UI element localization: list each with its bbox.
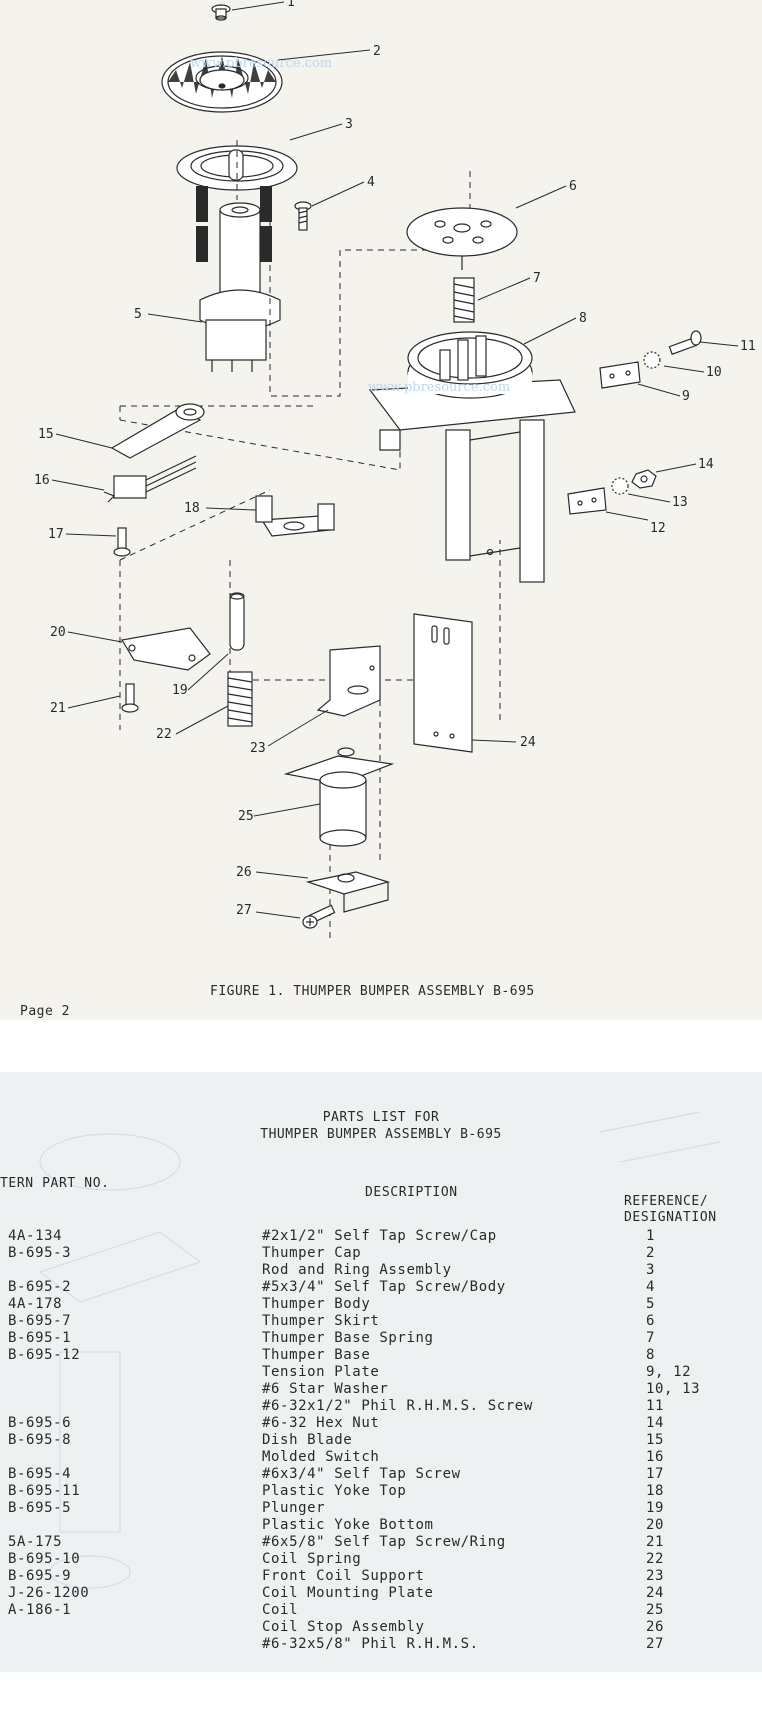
part-4-screw: [294, 201, 312, 231]
callout-26: 26: [236, 865, 252, 880]
watermark: www.pbresource.com: [190, 56, 333, 71]
faint-background-drawing: [38, 1111, 721, 1589]
callout-22: 22: [156, 727, 172, 742]
callout-3: 3: [345, 117, 353, 132]
callout-14: 14: [698, 457, 714, 472]
column-header-reference: REFERENCE/: [624, 1194, 709, 1209]
column-header-part-no: TERN PART NO.: [0, 1176, 110, 1191]
callout-25: 25: [238, 809, 254, 824]
callout-9: 9: [682, 389, 690, 404]
callout-7: 7: [533, 271, 541, 286]
part-21-screw: [121, 683, 139, 713]
part-11-screw: [668, 330, 702, 355]
column-header-description: DESCRIPTION: [365, 1185, 458, 1200]
callout-12: 12: [650, 521, 666, 536]
callout-18: 18: [184, 501, 200, 516]
callout-23: 23: [250, 741, 266, 756]
part-8-thumper-base: [368, 331, 576, 583]
figure-caption: FIGURE 1. THUMPER BUMPER ASSEMBLY B-695: [210, 984, 535, 999]
page-number: Page 2: [20, 1004, 70, 1019]
callout-5: 5: [134, 307, 142, 322]
callout-20: 20: [50, 625, 66, 640]
table-row: #6-32x5/8" Phil R.H.M.S.27: [262, 1636, 665, 1652]
column-header-designation: DESIGNATION: [624, 1210, 717, 1225]
parts-list-page: [0, 1072, 762, 1672]
callout-24: 24: [520, 735, 536, 750]
part-19-plunger: [229, 592, 245, 651]
callout-6: 6: [569, 179, 577, 194]
part-14-hex-nut: [631, 469, 657, 489]
figure-page: 1 2 3 4 5 6 7 8 9 10 11 12 13 14 15 16 1…: [0, 0, 762, 1020]
part-17-screw: [113, 527, 131, 557]
part-25-coil: [283, 747, 395, 847]
callout-27: 27: [236, 903, 252, 918]
part-18-yoke-top: [255, 495, 335, 537]
parts-list-subtitle: THUMPER BUMPER ASSEMBLY B-695: [260, 1127, 502, 1142]
part-2-thumper-cap: [161, 51, 283, 113]
callout-21: 21: [50, 701, 66, 716]
callout-1: 1: [287, 0, 295, 10]
callout-15: 15: [38, 427, 54, 442]
part-9-tension-plate: [599, 361, 641, 389]
watermark: www.pbresource.com: [368, 380, 511, 395]
part-5-thumper-body: [199, 202, 281, 372]
part-12-tension-plate: [567, 487, 607, 515]
part-13-star-washer: [611, 477, 629, 495]
part-1-screw: [211, 4, 231, 21]
callout-11: 11: [740, 339, 756, 354]
part-27-screw: [302, 904, 336, 929]
callout-2: 2: [373, 44, 381, 59]
part-23-front-coil-support: [316, 645, 381, 717]
part-26-coil-stop: [305, 871, 391, 913]
part-6-thumper-skirt: [406, 207, 518, 270]
part-16-molded-switch: [103, 455, 197, 503]
part-22-coil-spring: [227, 671, 253, 727]
part-10-star-washer: [643, 351, 661, 369]
callout-19: 19: [172, 683, 188, 698]
part-20-yoke-bottom: [121, 627, 211, 671]
callout-16: 16: [34, 473, 50, 488]
part-15-dish-blade: [110, 403, 205, 459]
callout-10: 10: [706, 365, 722, 380]
part-24-coil-mounting-plate: [413, 613, 473, 753]
parts-list-title: PARTS LIST FOR: [322, 1110, 440, 1125]
part-7-base-spring: [453, 277, 475, 323]
callout-4: 4: [367, 175, 375, 190]
callout-17: 17: [48, 527, 64, 542]
callout-8: 8: [579, 311, 587, 326]
exploded-assembly-diagram: 1 2 3 4 5 6 7 8 9 10 11 12 13 14 15 16 1…: [34, 0, 756, 940]
callout-13: 13: [672, 495, 688, 510]
